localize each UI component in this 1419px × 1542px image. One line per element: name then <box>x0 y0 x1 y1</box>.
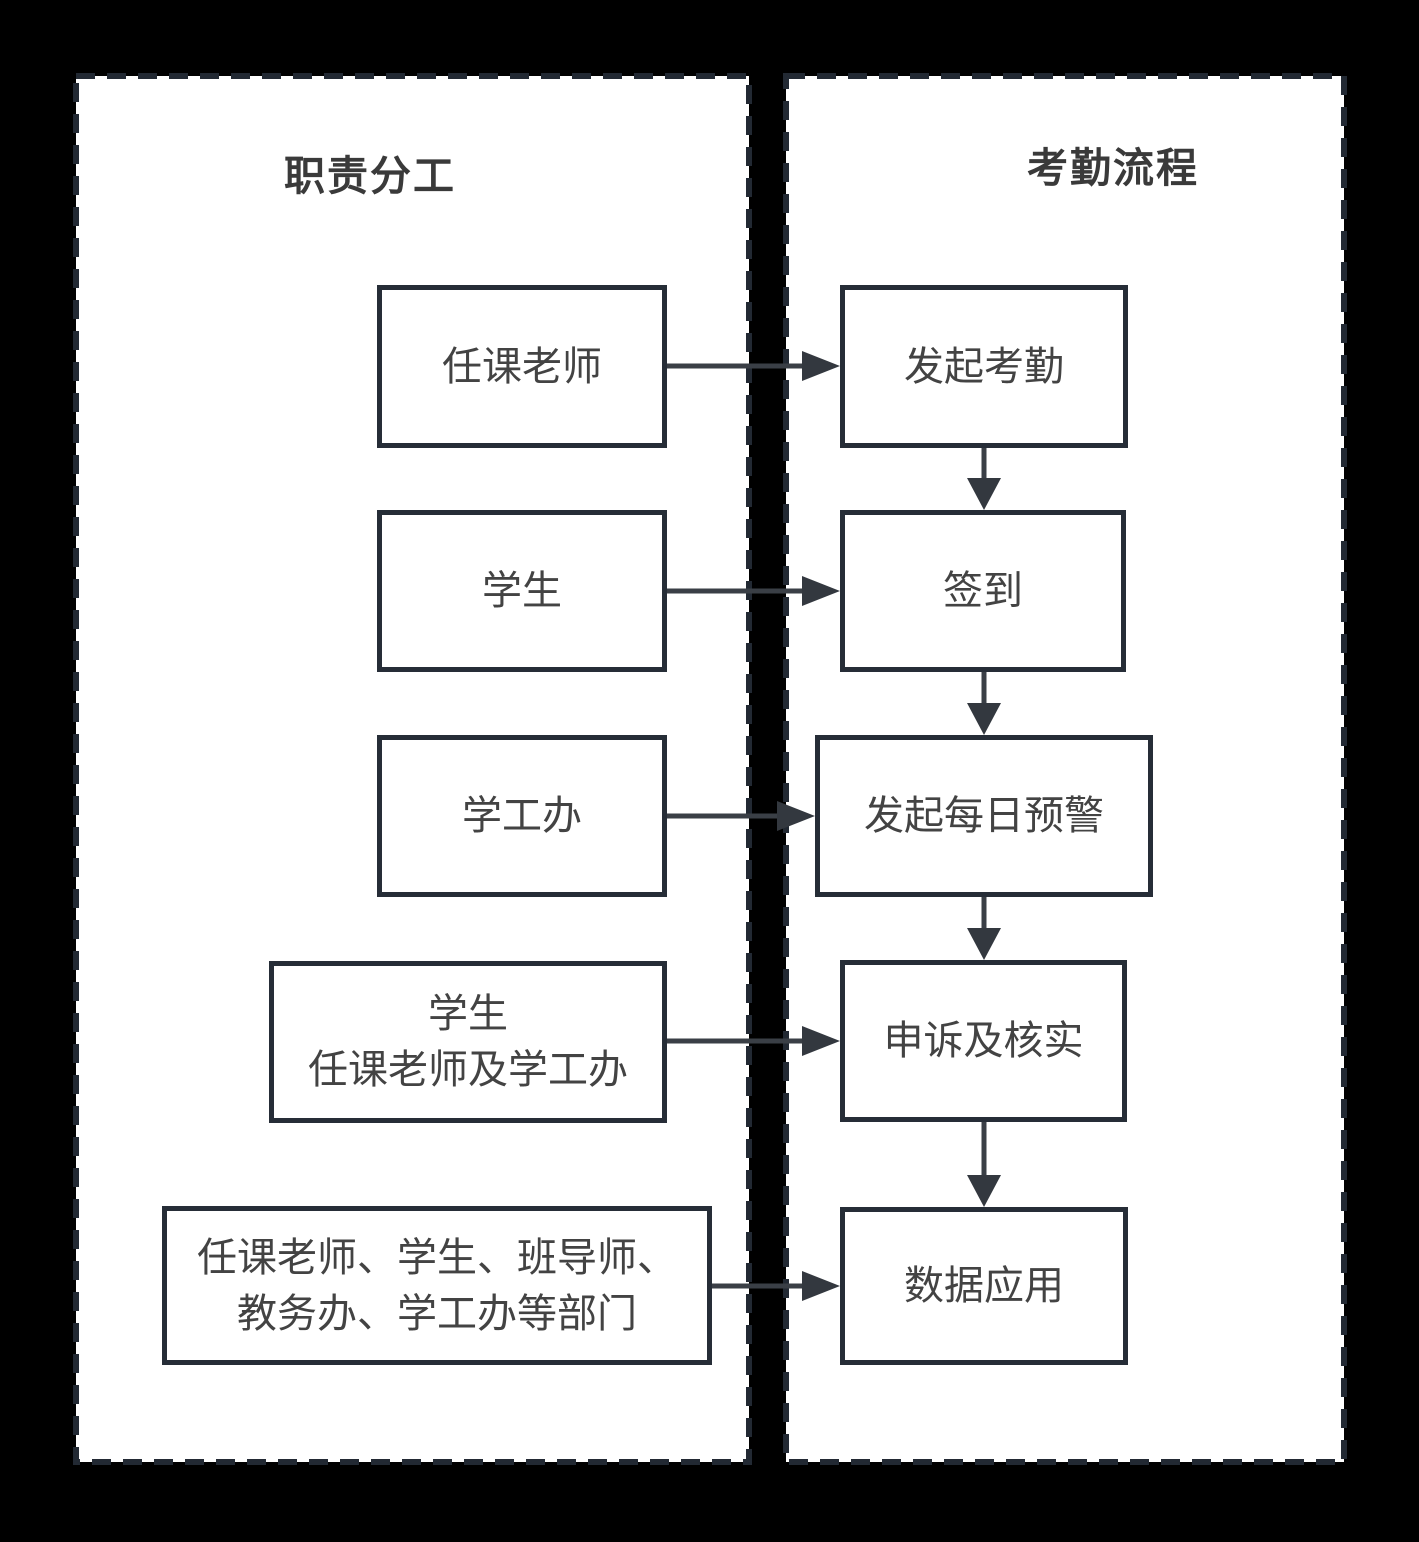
arrow-actor4-to-step4 <box>665 1026 840 1056</box>
lane-title-attendance-process: 考勤流程 <box>1027 145 1199 191</box>
node-actor-student: 学生 <box>377 510 667 672</box>
node-actor-student-affairs-office: 学工办 <box>377 735 667 897</box>
node-actor-all-departments: 任课老师、学生、班导师、 教务办、学工办等部门 <box>162 1206 712 1365</box>
arrow-actor2-to-step2 <box>665 576 840 606</box>
arrow-step1-to-step2 <box>967 448 1001 510</box>
lane-title-responsibilities: 职责分工 <box>284 153 456 199</box>
arrow-actor5-to-step5 <box>710 1271 840 1301</box>
arrow-step4-to-step5 <box>967 1122 1001 1207</box>
node-step-appeal-verify: 申诉及核实 <box>840 960 1127 1122</box>
node-step-initiate-attendance: 发起考勤 <box>840 285 1128 448</box>
node-actor-student-teacher-office: 学生 任课老师及学工办 <box>269 961 667 1123</box>
node-actor-course-teacher: 任课老师 <box>377 285 667 448</box>
arrow-step3-to-step4 <box>967 897 1001 960</box>
node-step-sign-in: 签到 <box>840 510 1126 672</box>
arrow-step2-to-step3 <box>967 672 1001 735</box>
node-step-data-application: 数据应用 <box>840 1207 1128 1365</box>
arrow-actor3-to-step3 <box>665 801 815 831</box>
node-step-daily-warning: 发起每日预警 <box>815 735 1153 897</box>
arrow-actor1-to-step1 <box>665 351 840 381</box>
